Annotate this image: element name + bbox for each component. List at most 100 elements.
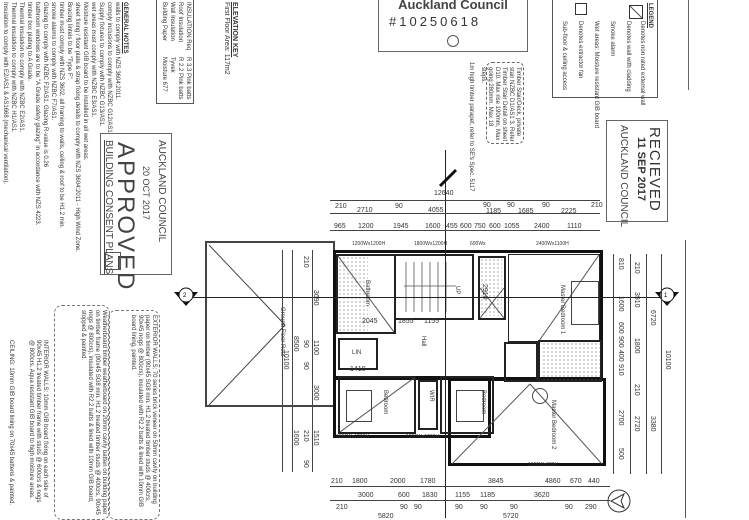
dimension-label: 3000 bbox=[358, 492, 374, 499]
dimension-label: 2045 bbox=[362, 318, 378, 325]
dimension-label: 1600 bbox=[292, 430, 299, 446]
dimension-label: 90 bbox=[414, 504, 422, 511]
dimension-label: 2400 bbox=[534, 223, 550, 230]
dimension-label: 1185 bbox=[480, 492, 496, 499]
dimension-label: 900 bbox=[617, 336, 624, 348]
floor-area: First Floor Area: 117m2 bbox=[223, 2, 230, 75]
legend-item: Denotes wall with cladding bbox=[625, 21, 631, 92]
legend-hatch-icon bbox=[629, 5, 643, 19]
insulation-line: INSULATION Req bbox=[185, 2, 191, 51]
dimension-label: 2700 bbox=[617, 410, 624, 426]
dimension-label: 1945 bbox=[393, 223, 409, 230]
dimension-label: 810 bbox=[617, 258, 624, 270]
dimension-label: 1155 bbox=[424, 318, 440, 325]
legend-item: Denotes non rated external wall bbox=[639, 21, 645, 106]
room-bedroom-2: Bedroom bbox=[440, 376, 494, 434]
dimension-label: 3690 bbox=[312, 290, 319, 306]
window-label: 1200Wx1200H bbox=[406, 434, 440, 440]
parapet-callout: 1m high timber parapet, refer to SE's Sp… bbox=[468, 62, 474, 192]
dimension-line bbox=[292, 250, 293, 472]
dimension-label: 4860 bbox=[545, 478, 561, 485]
room-label: Bedroom bbox=[382, 390, 388, 415]
dimension-label: 210 bbox=[302, 430, 309, 442]
room-label: Bathroom bbox=[364, 280, 370, 307]
stair-treads bbox=[404, 262, 456, 312]
bed-icon bbox=[571, 281, 599, 325]
dimension-line bbox=[312, 250, 313, 472]
master-bedroom-2-block bbox=[448, 378, 606, 466]
dimension-label: 3000 bbox=[312, 385, 319, 401]
dimension-label: 965 bbox=[334, 223, 346, 230]
insulation-line: Wall Insulation bbox=[169, 2, 175, 41]
legend-item: Smoke alarm bbox=[609, 21, 615, 57]
elevation-key: ELEVATION KEY First Floor Area: 117m2 A … bbox=[220, 0, 517, 75]
north-arrow-icon bbox=[607, 489, 631, 513]
window-label: 1200Wx1200H bbox=[352, 241, 386, 247]
dimension-label: 1830 bbox=[422, 492, 438, 499]
interior-walls-note: INTERIOR WALLS: 10mm GIB board fixing on… bbox=[28, 340, 48, 503]
legend-item: Wet areas: Moisture resistant GIB board bbox=[593, 21, 599, 128]
section-marker-right-icon: 1 bbox=[655, 287, 679, 306]
room-master-bedroom-1: Master Bedroom 1 bbox=[508, 254, 600, 342]
council-seal-icon bbox=[447, 35, 459, 47]
dimension-label: 210 bbox=[331, 478, 343, 485]
dimension-label: 90 bbox=[455, 504, 463, 511]
dimension-label: 10100 bbox=[282, 350, 289, 370]
note-line: sheet fixing / floor plate & strap fixin… bbox=[74, 2, 80, 253]
note-line: Insulation to comply with E2/AS1 & AS166… bbox=[2, 2, 8, 185]
room-linen: LIN bbox=[338, 338, 378, 370]
received-org: AUCKLAND COUNCIL bbox=[618, 125, 629, 228]
note-line: smoke alarms to comply with NZBC F7/AS1. bbox=[50, 2, 56, 121]
dimension-label: 1685 bbox=[518, 208, 534, 215]
note-line: Glazing to comply with NZBC F2/AS1. Glaz… bbox=[42, 2, 48, 168]
dimension-label: 1055 bbox=[504, 223, 520, 230]
section-marker-top-icon bbox=[438, 168, 458, 188]
dimension-label: 5720 bbox=[503, 513, 519, 520]
room-hall: Hall bbox=[396, 320, 506, 370]
dimension-line bbox=[646, 254, 647, 474]
dimension-label: 500 bbox=[617, 448, 624, 460]
dimension-label: 90 bbox=[565, 504, 573, 511]
window-label: 1800Wx900H bbox=[528, 462, 559, 468]
room-label: Master Bedroom 2 bbox=[550, 400, 556, 450]
dimension-label: 1800 bbox=[633, 338, 640, 354]
border-line bbox=[688, 0, 689, 90]
dimension-label: 440 bbox=[588, 478, 600, 485]
dimension-label: 4055 bbox=[428, 207, 444, 214]
insulation-value: R 3.3 Pink batts bbox=[185, 57, 191, 100]
window-label: 1800Wx1200H bbox=[336, 434, 370, 440]
dimension-label: 1800 bbox=[352, 478, 368, 485]
room-ensuite-2 bbox=[538, 340, 602, 382]
window-label: 1800Wx1200H bbox=[414, 241, 448, 247]
roof-hip-lines bbox=[208, 244, 286, 406]
ground-floor-roof: Ground Floor Roof bbox=[205, 241, 335, 407]
council-number: #10250618 bbox=[389, 14, 482, 29]
dimension-label: 290 bbox=[585, 504, 597, 511]
insulation-line: Building Paper bbox=[161, 2, 167, 42]
received-title: RECIEVED bbox=[646, 127, 663, 212]
dimension-line bbox=[330, 500, 610, 501]
insulation-value: Tyvek bbox=[169, 57, 175, 73]
dimension-label: 90 bbox=[483, 202, 491, 209]
room-wc bbox=[504, 342, 538, 382]
section-marker-icon bbox=[532, 388, 548, 404]
dimension-line bbox=[330, 230, 600, 231]
dimension-label: 1600 bbox=[617, 296, 624, 312]
dimension-label: 90 bbox=[302, 340, 309, 348]
section-line bbox=[445, 150, 446, 518]
dimension-label: 3620 bbox=[534, 492, 550, 499]
note-line: timber box plating to A Grade. bbox=[26, 2, 32, 82]
dimension-label: 2710 bbox=[357, 207, 373, 214]
dimension-label: 910 bbox=[617, 364, 624, 376]
room-label: WIR bbox=[428, 390, 434, 402]
dimension-label: 90 bbox=[302, 460, 309, 468]
ensuite-tiles bbox=[480, 258, 502, 316]
dimension-label: 8500 bbox=[292, 336, 299, 352]
dimension-label: 3845 bbox=[488, 478, 504, 485]
dimension-line bbox=[630, 254, 631, 474]
dimension-label: 600 bbox=[489, 223, 501, 230]
callout-text: Weatherboard timber weatherboard on 20mm… bbox=[80, 310, 107, 515]
council-number-stamp: Auckland Council #10250618 bbox=[378, 0, 528, 52]
approved-date: 20 OCT 2017 bbox=[141, 166, 151, 220]
room-wir: WIR bbox=[418, 380, 438, 430]
